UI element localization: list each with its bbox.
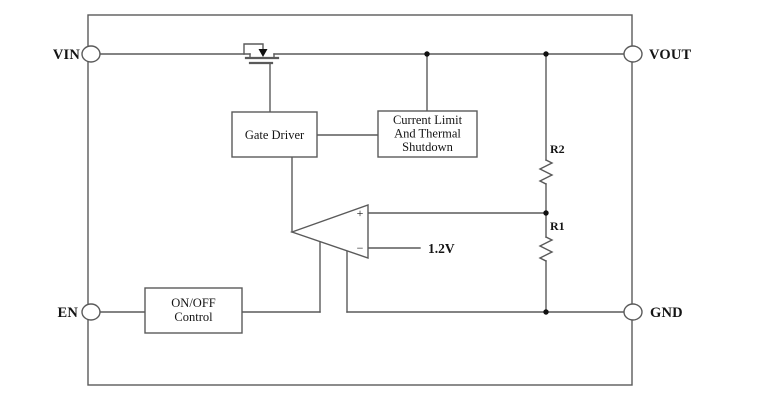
resistor-r1-zigzag [538, 236, 554, 262]
resistor-r2-label: R2 [550, 142, 565, 156]
pmos-body-arrow-icon [258, 49, 268, 57]
pmos-body-loop-wire [243, 43, 264, 55]
onoff-control-label-line1: ON/OFF [171, 296, 216, 310]
vin-pin-circle [81, 45, 101, 63]
junction-dot [424, 51, 430, 57]
gnd-pin-label: GND [650, 305, 683, 321]
amp-plus-sign: + [357, 206, 364, 220]
junction-dot [543, 210, 549, 216]
error-amplifier-triangle [289, 204, 369, 259]
junction-dot [543, 51, 549, 57]
gnd-pin-circle [623, 303, 643, 321]
current-limit-label-line3: Shutdown [402, 140, 453, 154]
vin-pin-label: VIN [53, 47, 81, 63]
gate-driver-label: Gate Driver [245, 128, 305, 142]
text-layer: VIN VOUT EN GND Gate Driver Current Limi… [53, 47, 692, 324]
en-pin-circle [81, 303, 101, 321]
reference-voltage-label: 1.2V [428, 241, 455, 256]
resistor-r2-zigzag [538, 159, 554, 185]
ic-boundary-box [87, 14, 633, 386]
on-off-control-block [144, 287, 243, 334]
junction-dot [543, 309, 549, 315]
current-limit-thermal-block [377, 110, 478, 158]
current-limit-label-line1: Current Limit [393, 113, 463, 127]
vout-pin-circle [623, 45, 643, 63]
vout-pin-label: VOUT [649, 47, 692, 63]
junction-layer [258, 49, 549, 315]
resistor-r1-label: R1 [550, 219, 565, 233]
amp-minus-sign: − [357, 241, 364, 255]
onoff-control-label-line2: Control [174, 310, 213, 324]
wire-layer [87, 14, 633, 386]
en-pin-label: EN [57, 305, 78, 321]
current-limit-label-line2: And Thermal [394, 127, 461, 141]
gate-driver-block [231, 111, 318, 158]
block-layer [81, 45, 643, 334]
